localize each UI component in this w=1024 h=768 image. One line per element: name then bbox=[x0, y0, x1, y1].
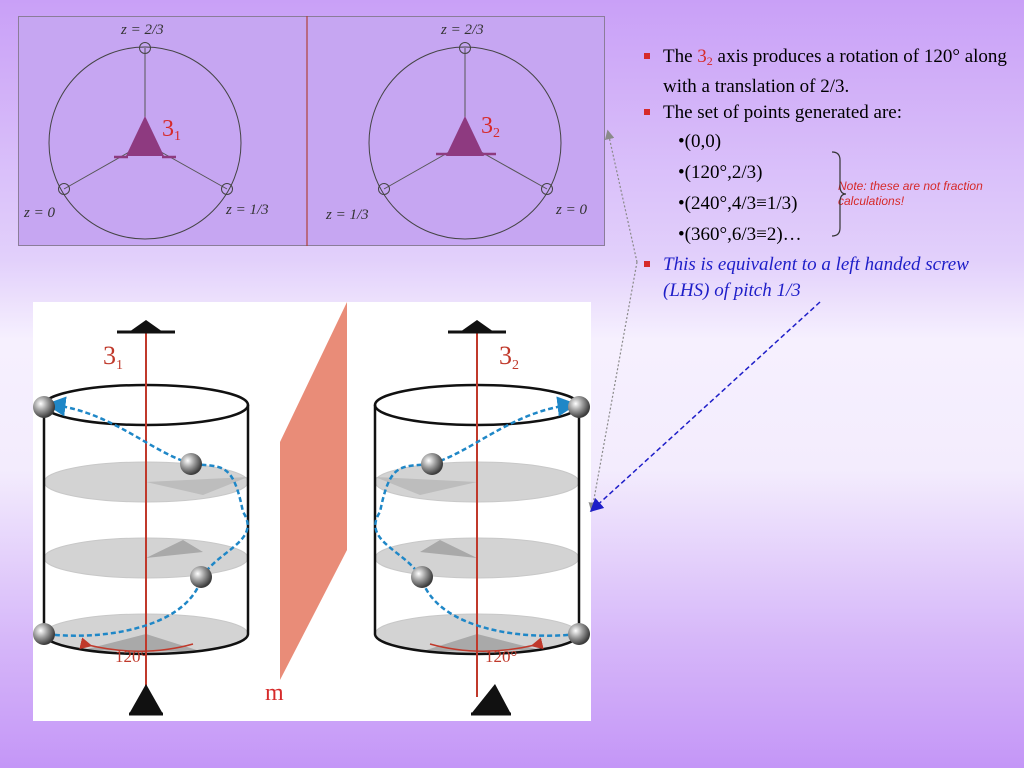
left-label-bottom-right: z = 1/3 bbox=[225, 202, 269, 218]
left-ball-4 bbox=[33, 396, 55, 418]
right-cylinder: 32 120° bbox=[373, 320, 590, 716]
bullet-text: This is equivalent to a left handed scre… bbox=[663, 254, 969, 301]
right-axis-label: 32 bbox=[481, 113, 500, 141]
right-ball-2 bbox=[411, 566, 433, 588]
bullet-points-set: The set of points generated are: bbox=[644, 100, 1014, 126]
mirror-label: m bbox=[265, 680, 284, 706]
arrow-to-top-diagram bbox=[604, 129, 638, 263]
point-item-4: •(360°,6/3≡2)… bbox=[678, 224, 802, 245]
mirror-plane bbox=[280, 302, 347, 680]
left-axis-symbol-top bbox=[129, 320, 163, 332]
left-ball-2 bbox=[190, 566, 212, 588]
right-unit-circle bbox=[368, 46, 562, 240]
bullet-equivalence: This is equivalent to a left handed scre… bbox=[644, 252, 1014, 304]
note-text: Note: these are not fraction calculation… bbox=[838, 179, 983, 208]
point-item-1: •(0,0) bbox=[678, 131, 722, 152]
left-label-top: z = 2/3 bbox=[120, 22, 164, 38]
right-point-top bbox=[459, 42, 471, 54]
bullet-list: The 32 axis produces a rotation of 120° … bbox=[644, 44, 1014, 304]
bottom-diagram-panel: 31 120° m 32 120° bbox=[33, 302, 591, 721]
right-axis-symbol-bottom bbox=[471, 684, 511, 714]
left-axis-symbol-bottom bbox=[129, 684, 163, 714]
left-label-bottom-left: z = 0 bbox=[23, 205, 55, 221]
lhs-arrow bbox=[589, 301, 821, 513]
point-item-2: •(120°,2/3) bbox=[678, 162, 763, 183]
right-screw-axis-diagram: z = 2/3 z = 1/3 z = 0 32 bbox=[325, 22, 587, 240]
bullet-screw-axis: The 32 axis produces a rotation of 120° … bbox=[644, 44, 1014, 100]
right-point-bottom-left bbox=[378, 183, 390, 195]
right-ball-4 bbox=[568, 396, 590, 418]
bullet-marker bbox=[644, 109, 650, 115]
top-diagram-panel: z = 2/3 z = 0 z = 1/3 31 z = 2/3 z = 1/3… bbox=[18, 16, 605, 246]
left-cylinder: 31 120° bbox=[33, 320, 250, 716]
right-ball-1 bbox=[568, 623, 590, 645]
bullet-text-rest: axis produces a rotation of 120° along w… bbox=[663, 46, 1007, 97]
left-bottom-axis-label: 31 bbox=[103, 341, 123, 373]
left-axis-label: 31 bbox=[162, 116, 181, 144]
bullet-text: The set of points generated are: bbox=[663, 102, 902, 123]
left-angle-label: 120° bbox=[115, 647, 147, 666]
arrow-to-bottom-diagram bbox=[588, 261, 638, 513]
left-point-bottom-right bbox=[221, 183, 233, 195]
right-bottom-axis-label: 32 bbox=[499, 341, 519, 373]
left-threefold-symbol bbox=[126, 116, 164, 156]
left-unit-circle bbox=[48, 46, 242, 240]
bullet-marker bbox=[644, 53, 650, 59]
left-screw-axis-diagram: z = 2/3 z = 0 z = 1/3 31 bbox=[23, 22, 269, 240]
bullet-text: The bbox=[663, 46, 698, 67]
left-helix-path bbox=[45, 396, 249, 637]
left-ball-3 bbox=[180, 453, 202, 475]
point-item-3: •(240°,4/3≡1/3) bbox=[678, 193, 798, 214]
screw-axis-symbol: 32 bbox=[697, 46, 713, 68]
top-panel-background bbox=[18, 16, 605, 246]
left-point-top bbox=[139, 42, 151, 54]
right-ball-3 bbox=[421, 453, 443, 475]
right-threefold-symbol bbox=[446, 116, 484, 156]
bullet-marker bbox=[644, 261, 650, 267]
right-label-bottom-right: z = 0 bbox=[555, 202, 587, 218]
right-helix-path bbox=[374, 396, 578, 637]
left-point-bottom-left bbox=[58, 183, 70, 195]
left-ball-1 bbox=[33, 623, 55, 645]
right-label-top: z = 2/3 bbox=[440, 22, 484, 38]
right-axis-symbol-top bbox=[460, 320, 494, 332]
right-label-bottom-left: z = 1/3 bbox=[325, 207, 369, 223]
right-point-bottom-right bbox=[541, 183, 553, 195]
right-angle-label: 120° bbox=[485, 647, 517, 666]
